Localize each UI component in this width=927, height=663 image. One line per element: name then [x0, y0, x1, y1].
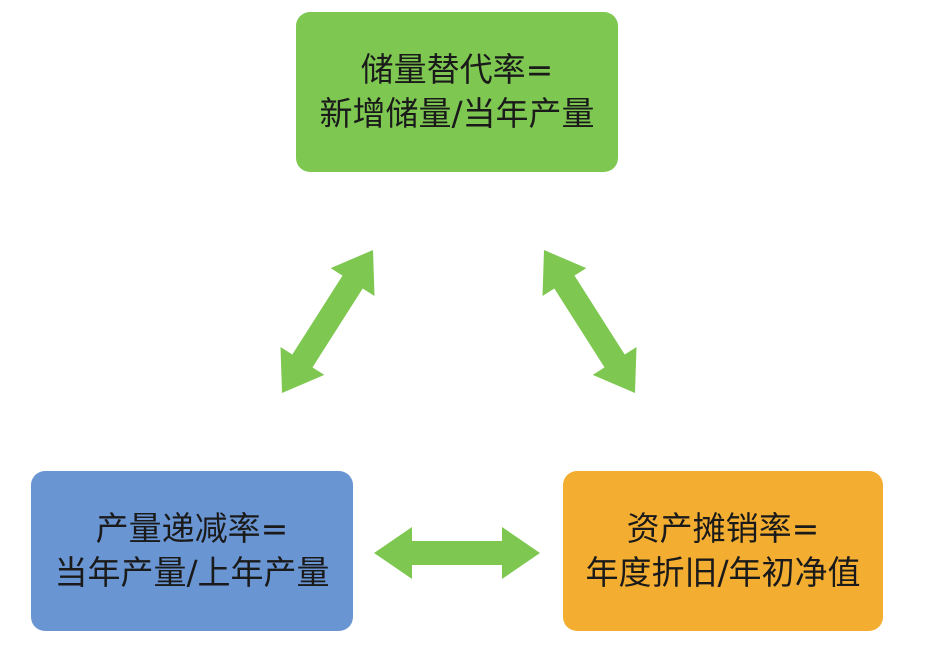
- arrow-top-left: [280, 250, 375, 393]
- asset-amortization-formula: 年度折旧/年初净值: [585, 553, 861, 592]
- arrow-bottom: [374, 527, 540, 579]
- production-decline-formula: 当年产量/上年产量: [54, 553, 330, 592]
- asset-amortization-box: 资产摊销率= 年度折旧/年初净值: [563, 471, 883, 631]
- asset-amortization-title: 资产摊销率=: [626, 509, 820, 548]
- reserve-replacement-box: 储量替代率= 新增储量/当年产量: [296, 12, 618, 172]
- arrow-top-right: [542, 250, 637, 393]
- reserve-replacement-title: 储量替代率=: [360, 50, 554, 89]
- reserve-replacement-formula: 新增储量/当年产量: [319, 94, 595, 133]
- production-decline-title: 产量递减率=: [95, 509, 289, 548]
- production-decline-box: 产量递减率= 当年产量/上年产量: [31, 471, 353, 631]
